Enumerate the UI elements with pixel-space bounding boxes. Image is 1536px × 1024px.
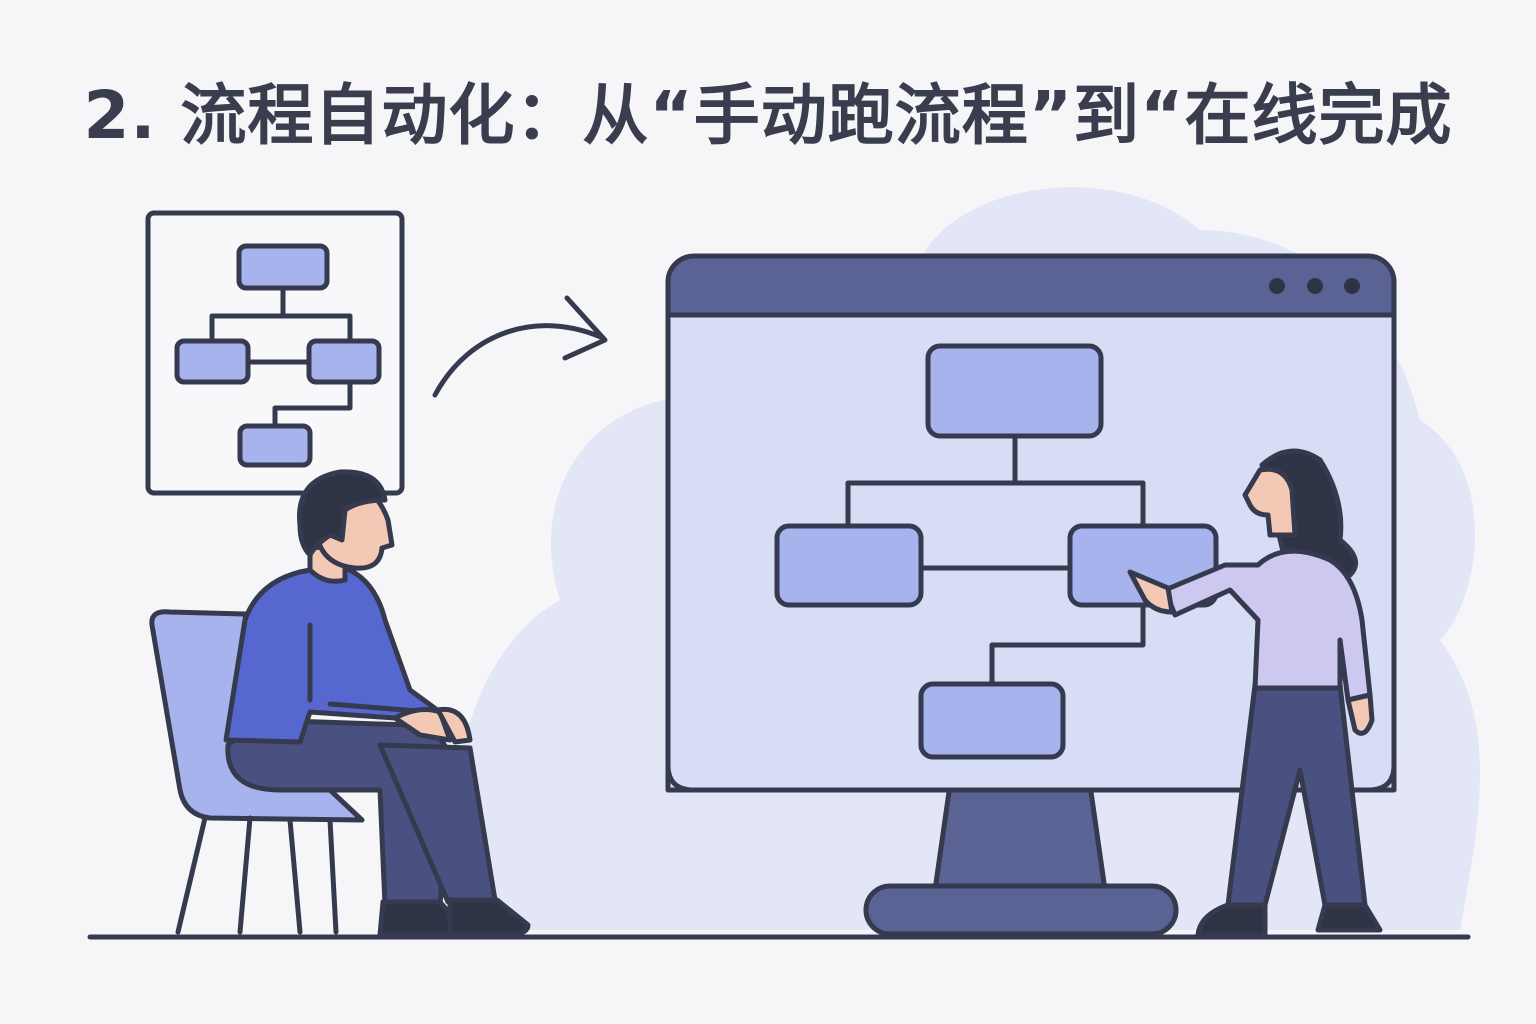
arrow-icon [432, 295, 608, 398]
seated-man [223, 469, 531, 938]
standing-woman [1127, 448, 1383, 938]
page-title: 2. 流程自动化：从“手动跑流程”到“在线完成 [83, 77, 1453, 154]
window-dot [1307, 278, 1323, 294]
paper-flowchart [145, 210, 405, 496]
window-dot [1344, 278, 1360, 294]
screen-flowchart [774, 343, 1219, 760]
window-dot [1269, 278, 1285, 294]
